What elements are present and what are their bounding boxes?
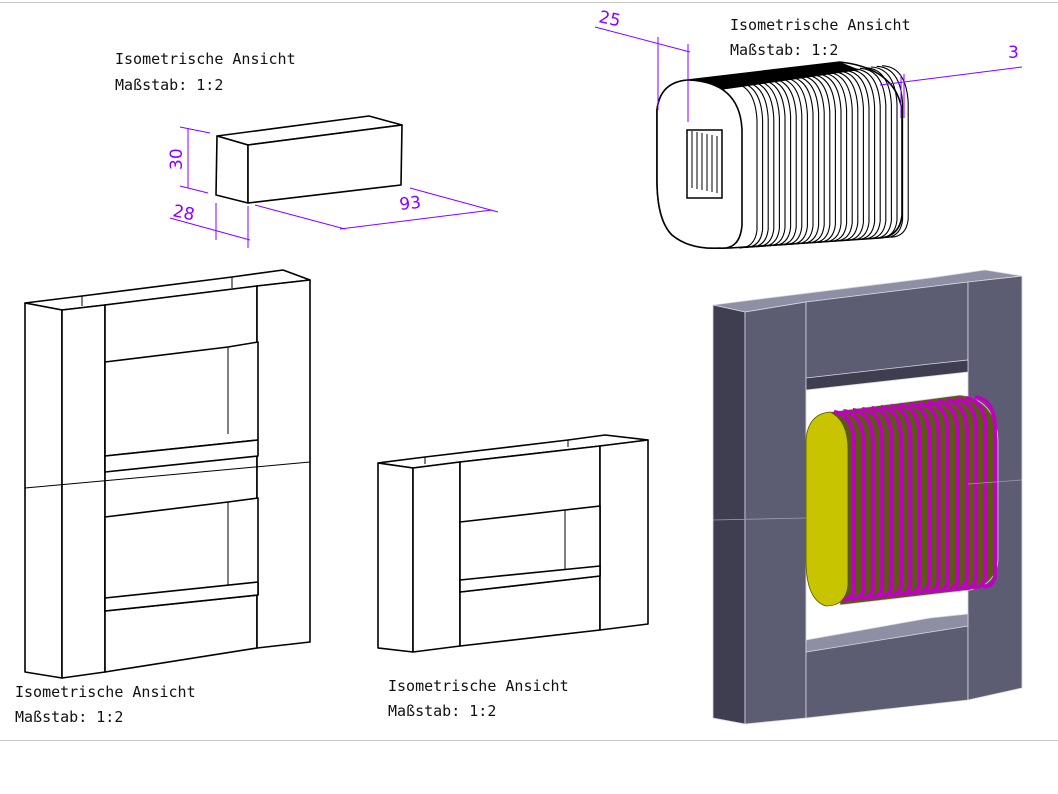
assembly-left-side (712, 304, 746, 725)
block-end-face (215, 135, 249, 204)
coil-winding (861, 407, 885, 600)
coil-winding (974, 395, 997, 589)
view-scale: Maßstab: 1:2 (115, 76, 223, 94)
coil-winding (814, 72, 842, 243)
coil-window-hatch (691, 131, 718, 193)
coil-winding (809, 73, 836, 243)
core-left-leg (61, 304, 106, 679)
coil-winding (854, 68, 881, 240)
core-left-side (377, 462, 414, 653)
view-assembly-shaded (712, 269, 1023, 725)
coil-winding (730, 82, 758, 249)
coil-winding (880, 405, 903, 598)
core-right-leg (599, 439, 649, 631)
coil-winding (859, 67, 887, 240)
coil-winding (848, 69, 876, 241)
core-shelf-upper (104, 439, 259, 473)
bottom-border (0, 740, 1058, 741)
assembly-coil-windings (833, 395, 997, 602)
view-core-stacked: Isometrische Ansicht Maßstab: 1:2 (15, 269, 311, 726)
view-core-single: Isometrische Ansicht Maßstab: 1:2 (377, 434, 649, 720)
coil-winding (852, 408, 875, 601)
dimension-coil-offset: 25 (597, 7, 622, 31)
view-scale: Maßstab: 1:2 (388, 702, 496, 720)
coil-winding (764, 78, 792, 247)
coil-winding (770, 77, 797, 246)
coil-winding (918, 401, 941, 594)
coil-winding (965, 396, 988, 590)
coil-winding (736, 81, 764, 249)
core-window-upper (104, 341, 259, 457)
coil-winding (786, 76, 814, 245)
coil-winding (747, 80, 775, 248)
core-shelf-lower (104, 581, 259, 612)
coil-winding (781, 76, 808, 245)
coil-winding (792, 75, 820, 245)
coil-winding (908, 402, 932, 595)
coil-winding (742, 81, 769, 248)
coil-winding (871, 406, 894, 599)
view-scale: Maßstab: 1:2 (730, 41, 838, 59)
coil-winding (837, 70, 864, 241)
view-block: Isometrische Ansicht Maßstab: 1:2 30 28 … (115, 50, 499, 248)
core-left-side (24, 302, 63, 679)
dimension-height: 30 (167, 148, 187, 170)
dimension-lines (169, 126, 499, 248)
assembly-window-bottom (805, 613, 969, 653)
dimension-length: 93 (398, 193, 422, 215)
coil-winding (882, 65, 909, 238)
coil-winding (890, 404, 913, 597)
core-window-lower (104, 497, 259, 612)
coil-winding (833, 410, 856, 602)
dimension-depth: 28 (171, 201, 196, 225)
core-split-line (24, 461, 311, 489)
coil-winding (753, 79, 780, 247)
coil-winding (798, 74, 825, 244)
block-front-face (247, 124, 403, 204)
coil-winding (826, 71, 853, 242)
top-border (0, 2, 1058, 3)
coil-winding (831, 70, 859, 242)
coil-winding (927, 400, 950, 593)
coil-winding (955, 397, 979, 591)
assembly-window-top (805, 359, 969, 391)
core-shelf (459, 565, 601, 593)
view-title: Isometrische Ansicht (115, 50, 296, 68)
coil-winding (843, 409, 866, 602)
coil-winding (937, 399, 960, 593)
view-coil: Isometrische Ansicht Maßstab: 1:2 25 3 (594, 7, 1023, 250)
coil-winding (820, 72, 848, 243)
view-title: Isometrische Ansicht (15, 683, 196, 701)
coil-winding (842, 69, 870, 241)
view-title: Isometrische Ansicht (730, 16, 911, 34)
coil-winding (865, 67, 892, 239)
coil-window (686, 129, 723, 199)
assembly-coil-end (805, 411, 849, 607)
coil-winding (870, 66, 898, 239)
view-scale: Maßstab: 1:2 (15, 708, 123, 726)
coil-winding (876, 65, 904, 239)
assembly-left-leg (744, 301, 807, 725)
coil-winding (758, 79, 786, 247)
dimension-coil-thickness: 3 (1008, 43, 1019, 63)
coil-winding (803, 74, 831, 244)
coil-windings (730, 65, 909, 249)
coil-winding (899, 403, 922, 596)
coil-winding (775, 77, 803, 246)
view-title: Isometrische Ansicht (388, 677, 569, 695)
coil-dimension-lines (594, 26, 1023, 122)
coil-winding (946, 398, 969, 592)
core-left-leg (412, 461, 461, 653)
